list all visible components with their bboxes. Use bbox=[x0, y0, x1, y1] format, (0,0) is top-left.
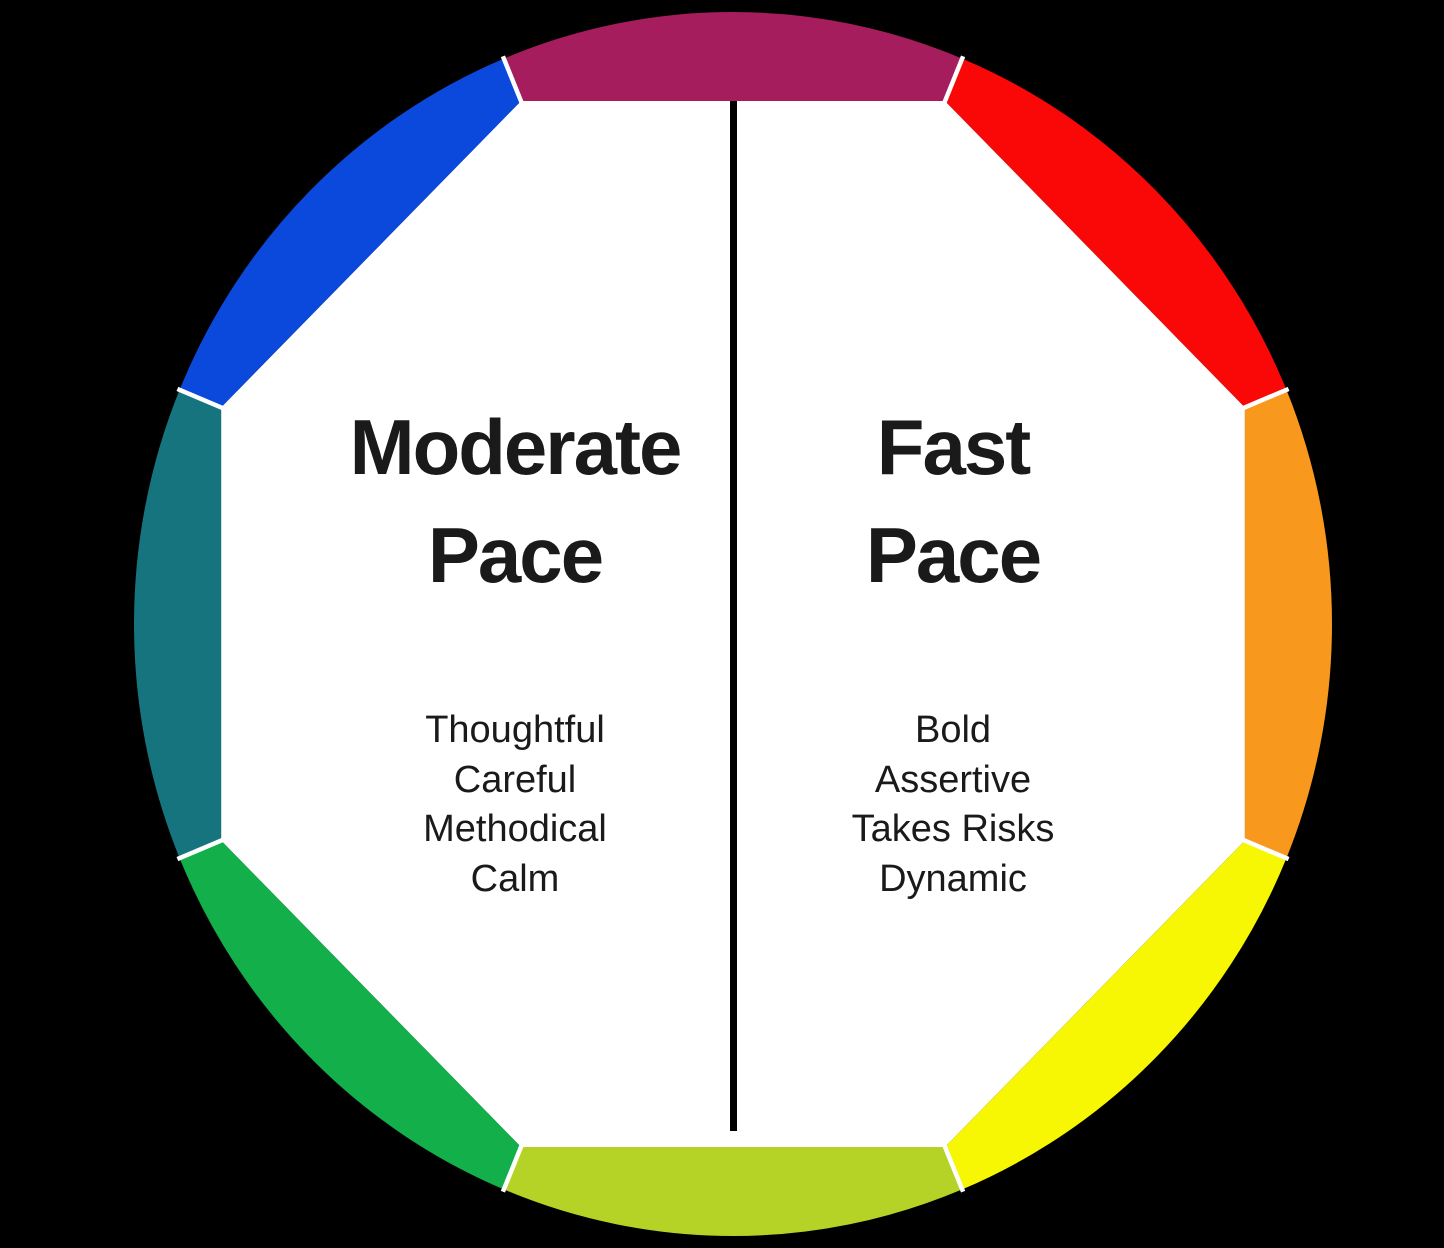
wheel-segment-teal bbox=[134, 389, 222, 859]
moderate-pace-traits: Thoughtful Careful Methodical Calm bbox=[299, 706, 731, 904]
trait-item: Careful bbox=[453, 758, 577, 801]
wheel-segment-blue bbox=[179, 58, 521, 408]
fast-pace-title: Fast Pace bbox=[737, 393, 1169, 609]
wheel-segment-green bbox=[179, 840, 521, 1190]
trait-item: Dynamic bbox=[879, 857, 1027, 900]
moderate-pace-half: Moderate Pace Thoughtful Careful Methodi… bbox=[299, 0, 731, 1248]
segment-separator bbox=[940, 1139, 966, 1193]
fast-pace-traits: Bold Assertive Takes Risks Dynamic bbox=[737, 706, 1169, 904]
fast-pace-title-line2: Pace bbox=[865, 511, 1042, 599]
segment-separator bbox=[1237, 386, 1290, 413]
wheel-segment-red bbox=[945, 58, 1287, 408]
center-divider-line bbox=[730, 101, 737, 1131]
trait-item: Calm bbox=[470, 857, 560, 900]
segment-separator bbox=[1237, 835, 1290, 862]
wheel-segment-yellow bbox=[945, 840, 1287, 1190]
moderate-pace-title-line2: Pace bbox=[427, 511, 604, 599]
trait-item: Assertive bbox=[874, 758, 1032, 801]
wheel-segment-crimson bbox=[503, 12, 963, 101]
trait-item: Methodical bbox=[423, 808, 607, 850]
fast-pace-half: Fast Pace Bold Assertive Takes Risks Dyn… bbox=[737, 0, 1169, 1248]
segment-separator bbox=[940, 55, 966, 109]
trait-item: Bold bbox=[914, 709, 992, 751]
moderate-pace-title-line1: Moderate bbox=[349, 403, 683, 491]
segment-separator bbox=[500, 55, 526, 109]
segment-separator bbox=[500, 1139, 526, 1193]
moderate-pace-title: Moderate Pace bbox=[299, 393, 731, 609]
trait-item: Takes Risks bbox=[851, 808, 1055, 850]
segment-separator bbox=[176, 386, 229, 413]
fast-pace-title-line1: Fast bbox=[876, 403, 1031, 491]
trait-item: Thoughtful bbox=[425, 709, 605, 751]
segment-separator bbox=[176, 835, 229, 862]
wheel-segment-lime bbox=[503, 1147, 963, 1236]
wheel-segment-orange bbox=[1244, 389, 1332, 859]
